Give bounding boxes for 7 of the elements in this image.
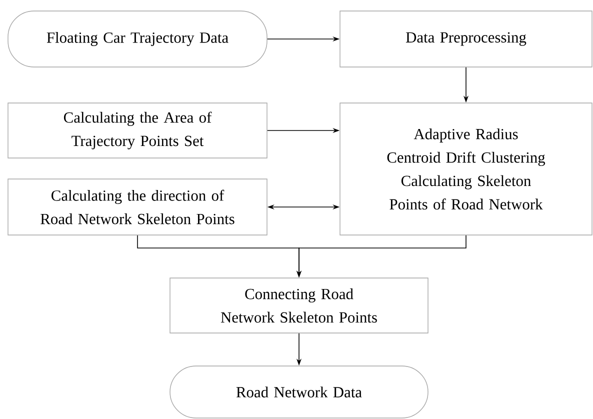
terminal-box: Floating Car Trajectory Data (8, 10, 268, 68)
process-box: Calculating the direction of Road Network Skeleton Points (8, 178, 268, 236)
process-box: Connecting Road Network Skeleton Points (170, 278, 428, 334)
terminal-box: Road Network Data (170, 366, 428, 418)
process-box: Data Preprocessing (340, 10, 592, 68)
process-box: Adaptive Radius Centroid Drift Clustering Calculating Skeleton Points of Road Network (340, 102, 592, 236)
process-box: Calculating the Area of Trajectory Points Set (8, 102, 268, 158)
